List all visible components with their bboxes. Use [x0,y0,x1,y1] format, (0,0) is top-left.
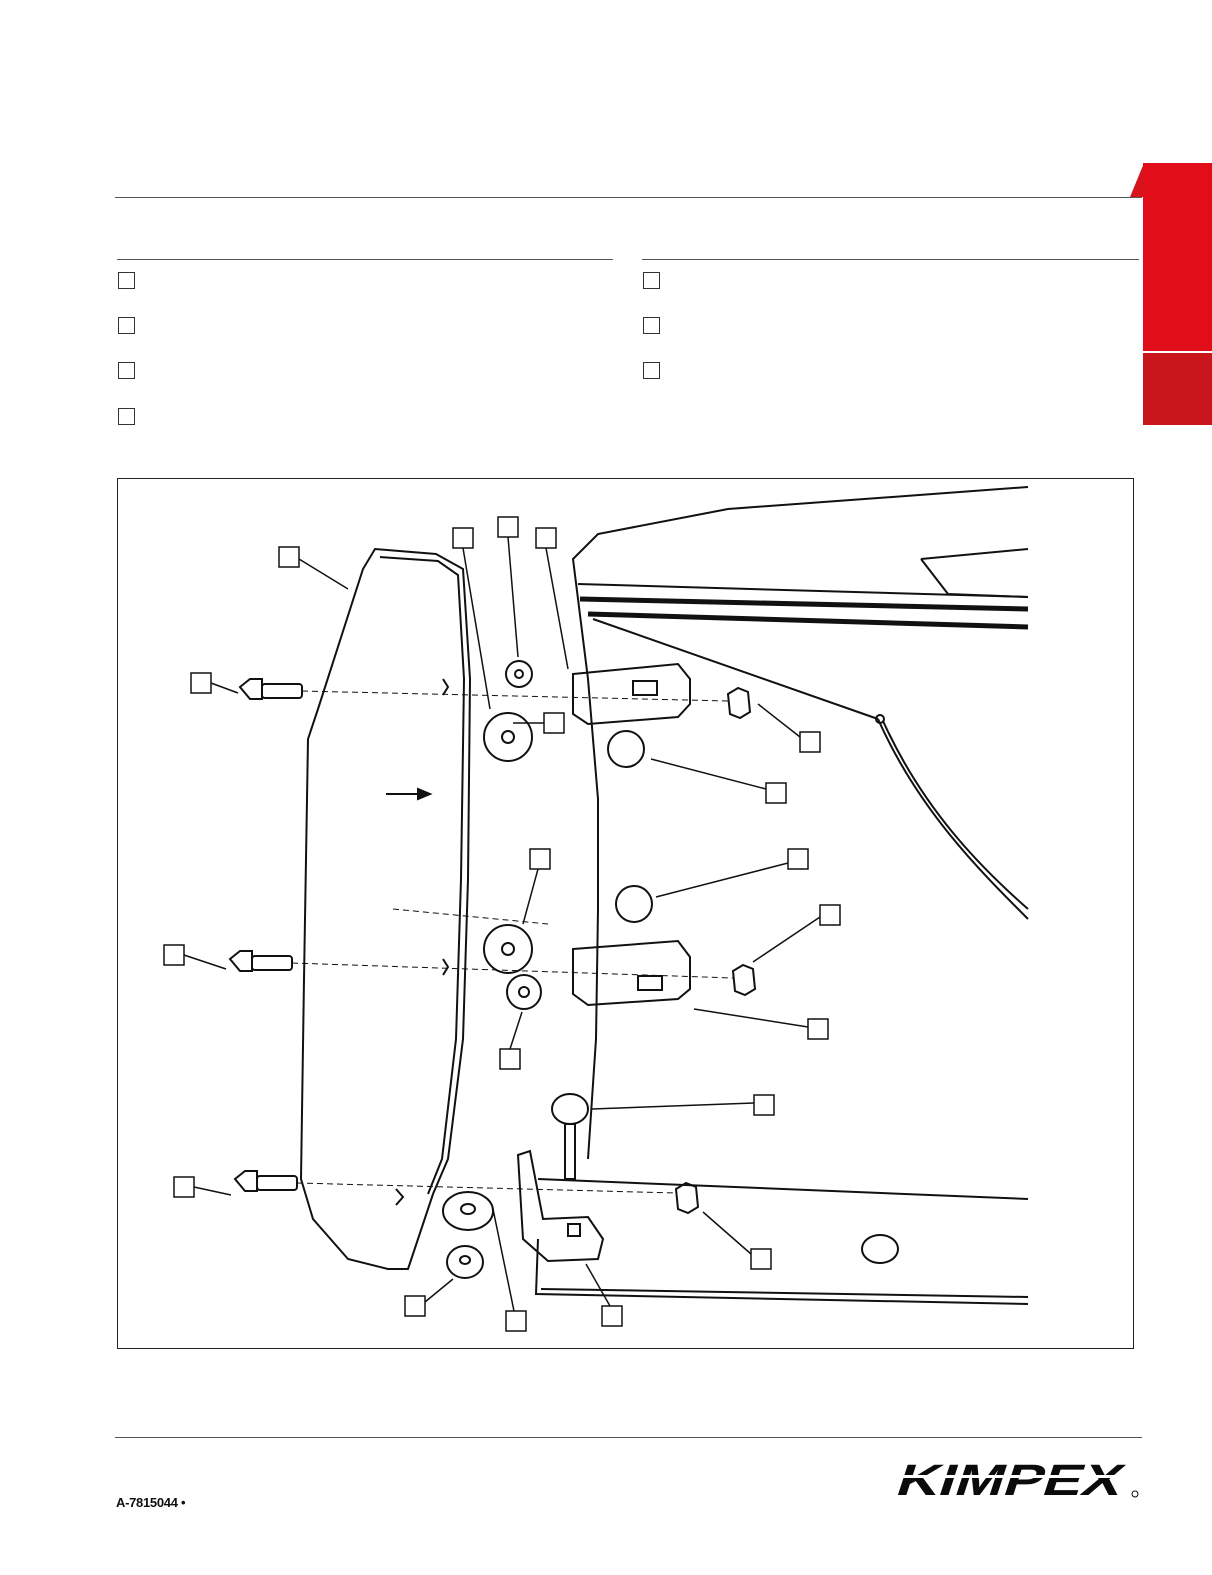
checklist-right-rule [642,259,1139,260]
checklist-left-rule [117,259,613,260]
brackets [516,662,691,1263]
checkbox[interactable] [643,317,660,334]
checkbox[interactable] [643,272,660,289]
assembly-lines [291,690,734,1194]
bolts [228,678,303,1192]
checkbox[interactable] [118,272,135,289]
deflector-panel [299,547,472,1270]
svg-text:KIMPEX: KIMPEX [892,1458,1131,1500]
checkbox[interactable] [643,362,660,379]
vehicle-body [534,486,1029,1305]
checkbox[interactable] [118,408,135,425]
tab-corner-wedge [1130,163,1144,197]
document-code: A-7815044 • [116,1495,186,1510]
rivets [551,730,653,1180]
header-rule [115,197,1142,198]
footer-rule [115,1437,1142,1438]
checkbox[interactable] [118,317,135,334]
checkbox[interactable] [118,362,135,379]
section-tab [1143,163,1212,425]
callouts [163,516,841,1332]
assembly-diagram [117,478,1134,1349]
kimpex-logo: KIMPEX [892,1458,1139,1500]
nuts [674,686,757,1215]
